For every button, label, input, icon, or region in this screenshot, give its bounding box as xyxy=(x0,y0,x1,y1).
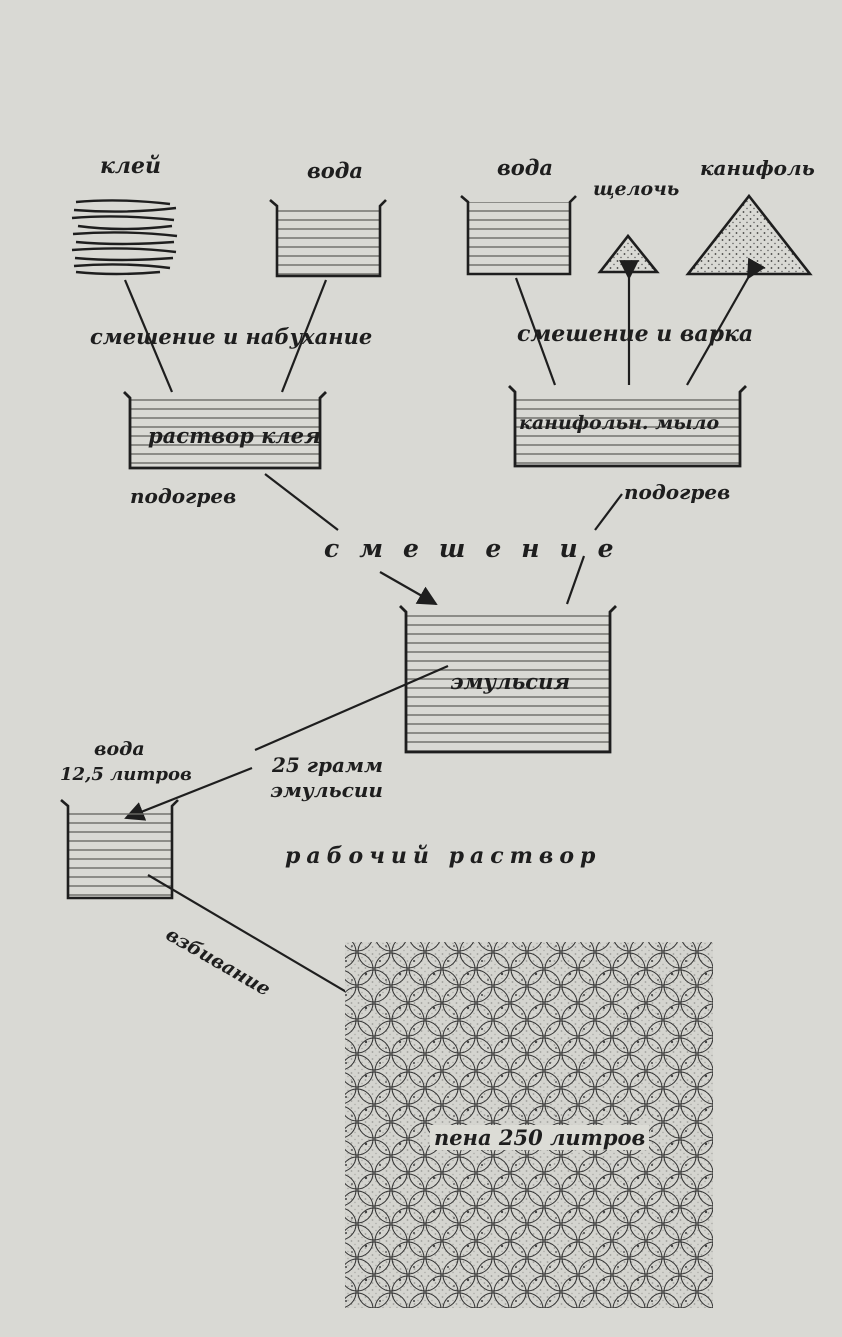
rosin-pile-icon xyxy=(685,193,813,276)
glue-label: клей xyxy=(100,153,161,179)
mix-boil-label: смешение и варка xyxy=(517,321,754,347)
water-beaker-left xyxy=(269,199,387,278)
heating-label-right: подогрев xyxy=(624,480,731,504)
glue-solution-label: раствор клея xyxy=(148,423,321,448)
emulsion-vessel xyxy=(399,605,617,754)
rosin-label: канифоль xyxy=(700,156,815,180)
mixing-label: смешение xyxy=(324,534,634,563)
glue-solution-vessel xyxy=(123,391,327,470)
heating-label-left: подогрев xyxy=(130,484,237,508)
emulsion-label: эмульсия xyxy=(450,669,571,694)
emulsion-amount-line2: эмульсии xyxy=(270,778,383,802)
water-label-right: вода xyxy=(497,155,554,180)
water-label-left: вода xyxy=(307,158,364,183)
working-solution-label: рабочий раствор xyxy=(285,843,602,869)
water-beaker-right xyxy=(460,195,577,276)
glue-sheets-icon xyxy=(71,199,178,276)
working-water-amount: 12,5 литров xyxy=(60,764,192,785)
working-solution-beaker xyxy=(60,799,179,900)
working-water-label: вода xyxy=(94,738,145,760)
alkali-label: щелочь xyxy=(593,178,680,200)
mix-swell-label: смешение и набухание xyxy=(90,324,373,349)
emulsion-amount-line1: 25 грамм xyxy=(272,753,384,777)
rosin-soap-label: канифольн. мыло xyxy=(519,412,720,434)
mixing-connectors xyxy=(264,473,623,605)
alkali-pile-icon xyxy=(597,233,660,274)
mix-connectors xyxy=(123,257,766,393)
rosin-soap-vessel xyxy=(508,385,747,468)
foam-label: пена 250 литров xyxy=(430,1125,650,1150)
